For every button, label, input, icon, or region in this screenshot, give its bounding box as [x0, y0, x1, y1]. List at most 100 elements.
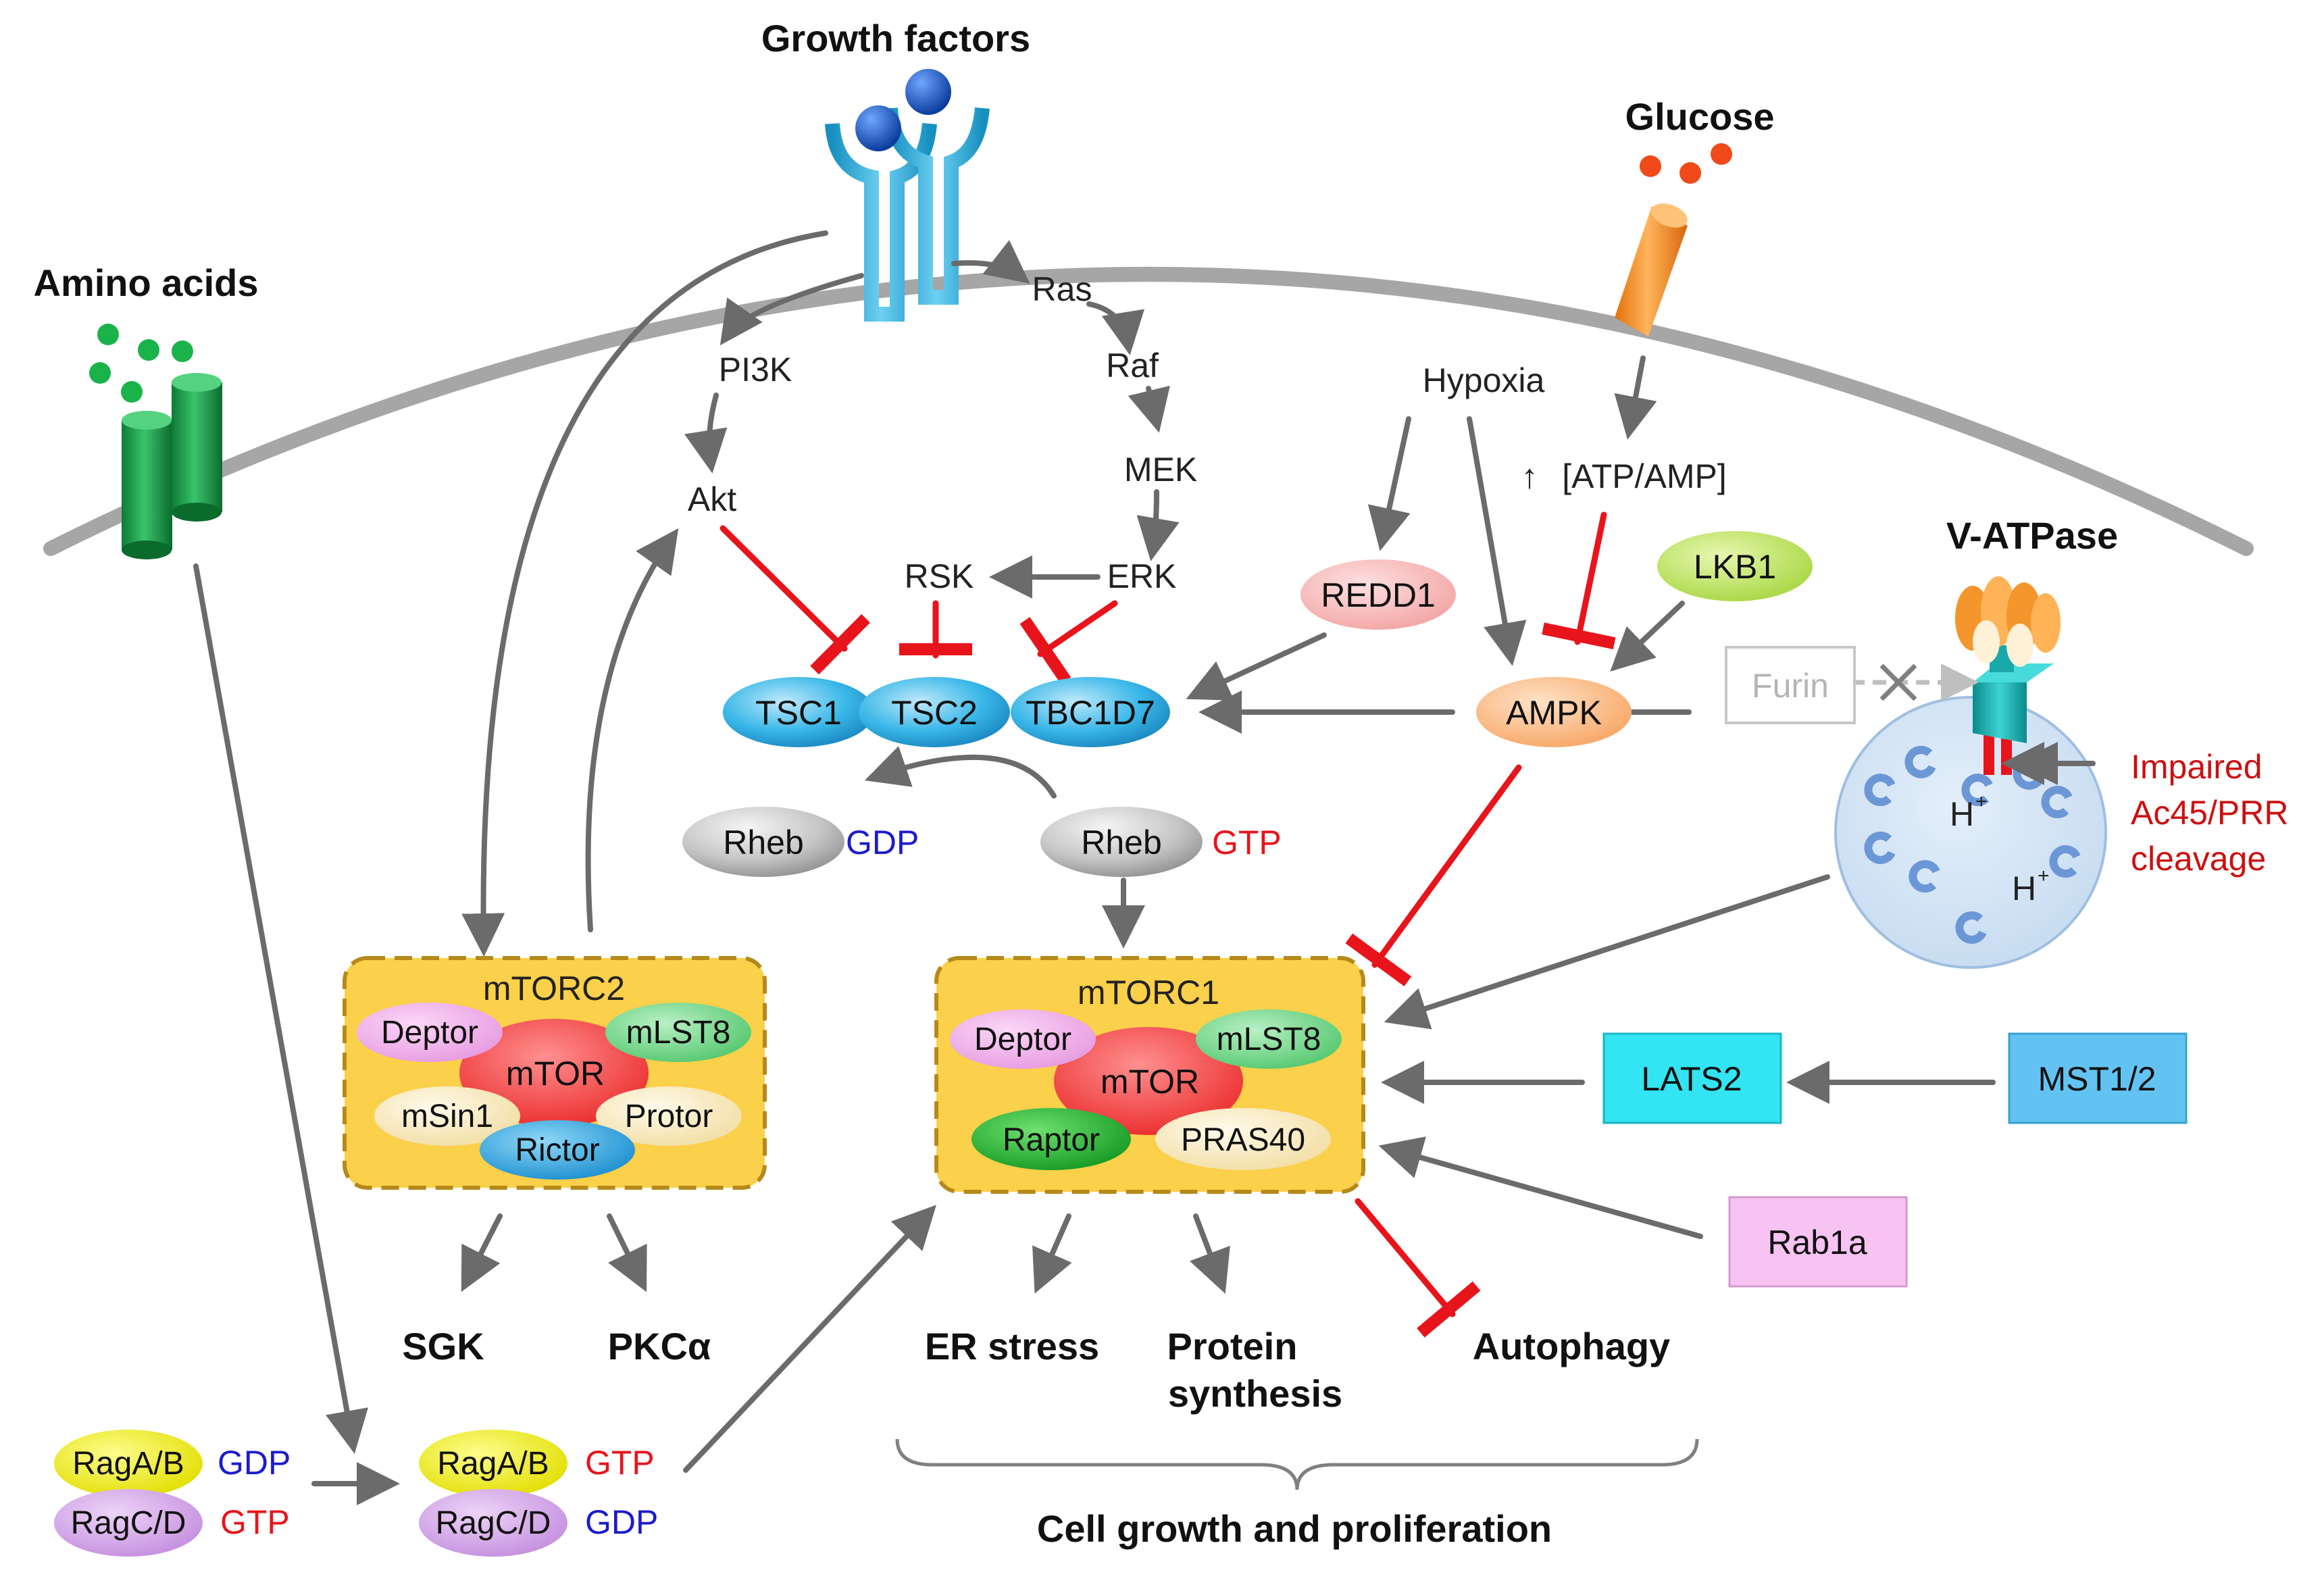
mtorc1-raptor	[971, 1108, 1131, 1170]
furin-label: Furin	[1752, 667, 1829, 705]
mtorc2-deptor	[357, 1003, 503, 1062]
ampk-label: AMPK	[1506, 694, 1602, 732]
sgk-label: SGK	[402, 1325, 484, 1367]
svg-text:H: H	[2012, 870, 2036, 907]
ragcd-gtp-label: RagC/D	[71, 1505, 186, 1541]
amino-acid-transporter-icon	[89, 324, 222, 559]
mst12-label: MST1/2	[2038, 1060, 2156, 1098]
mtorc2-protor-label: Protor	[625, 1099, 713, 1134]
rheb-gtp-state: GTP	[1212, 824, 1282, 861]
ras-label: Ras	[1032, 270, 1092, 308]
tbc1d7-node	[1011, 677, 1170, 747]
redd1-node	[1300, 559, 1456, 630]
v-atpase-icon	[1955, 576, 2061, 775]
ragab-gdp-label: RagA/B	[72, 1446, 184, 1482]
glucose-label: Glucose	[1625, 95, 1775, 138]
mtorc2-mtor-label: mTOR	[506, 1055, 605, 1092]
growth-factors-label: Growth factors	[761, 17, 1030, 59]
rheb-gdp-label: Rheb	[723, 824, 804, 861]
rab1a-box	[1728, 1196, 1908, 1288]
svg-text:+: +	[1975, 790, 1988, 813]
ragab-gtp-node	[419, 1430, 567, 1497]
autophagy-label: Autophagy	[1473, 1325, 1670, 1367]
rheb-gdp-state: GDP	[846, 824, 919, 861]
impaired-label-2: Ac45/PRR	[2131, 794, 2288, 832]
mtorc1-pras40-label: PRAS40	[1181, 1122, 1305, 1158]
akt-label: Akt	[688, 480, 736, 518]
pi3k-label: PI3K	[719, 351, 792, 388]
rab1a-label: Rab1a	[1767, 1224, 1867, 1261]
mtorc1-title: mTORC1	[1078, 974, 1219, 1011]
mtorc2-msin1-label: mSin1	[401, 1099, 493, 1134]
impaired-label-1: Impaired	[2131, 748, 2263, 786]
mtorc1-mlst8	[1196, 1009, 1342, 1069]
mtorc1-raptor-label: Raptor	[1003, 1122, 1100, 1158]
impaired-label-3: cleavage	[2131, 840, 2266, 878]
ragab-gtp-state: GTP	[585, 1444, 655, 1482]
proton-label-1: H +	[1950, 790, 1988, 833]
mtorc2-mlst8-label: mLST8	[626, 1015, 731, 1051]
cell-growth-label: Cell growth and proliferation	[1037, 1507, 1552, 1550]
mtorc1-mtor	[1054, 1027, 1243, 1135]
atp-amp-label: [ATP/AMP]	[1562, 457, 1727, 495]
mtorc1-mlst8-label: mLST8	[1217, 1022, 1321, 1057]
ragcd-gdp-label: RagC/D	[436, 1505, 551, 1541]
mtorc2-rictor-label: Rictor	[515, 1132, 599, 1168]
lkb1-label: LKB1	[1694, 548, 1776, 586]
mtorc2-protor	[596, 1086, 742, 1146]
growth-factor-receptor-icon	[825, 69, 990, 322]
mek-label: MEK	[1124, 451, 1197, 488]
mtorc1-deptor	[950, 1009, 1096, 1069]
mtorc2-deptor-label: Deptor	[381, 1015, 478, 1051]
mtorc2-mlst8	[605, 1003, 751, 1062]
ragcd-gtp-node	[54, 1489, 203, 1557]
ragcd-gtp-state: GTP	[220, 1503, 290, 1541]
ampk-node	[1476, 677, 1632, 747]
mtorc2-msin1	[374, 1086, 520, 1146]
rheb-gtp-node	[1040, 807, 1203, 877]
up-arrow-icon: ↑	[1521, 457, 1538, 495]
tsc1-label: TSC1	[755, 694, 842, 732]
ragab-gtp-label: RagA/B	[437, 1446, 549, 1482]
pkca-label: PKCα	[608, 1325, 711, 1367]
ragcd-gdp-node	[419, 1489, 567, 1557]
er-stress-label: ER stress	[925, 1325, 1099, 1367]
lats2-box	[1602, 1032, 1782, 1124]
svg-text:+: +	[2038, 865, 2050, 887]
mst12-box	[2008, 1032, 2188, 1124]
mtorc2-title: mTORC2	[483, 970, 625, 1007]
cell-membrane	[43, 267, 2254, 556]
mtorc1-deptor-label: Deptor	[974, 1022, 1071, 1057]
protein-synthesis-label-1: Protein	[1167, 1325, 1298, 1367]
glucose-transporter-icon	[1615, 143, 1732, 336]
rheb-gdp-node	[682, 807, 844, 877]
erk-label: ERK	[1107, 557, 1177, 595]
ragcd-gdp-state: GDP	[585, 1503, 658, 1541]
rsk-label: RSK	[905, 557, 974, 595]
mtorc2-rictor	[480, 1120, 635, 1180]
svg-text:H: H	[1950, 795, 1974, 833]
cell-growth-brace	[895, 1438, 1699, 1490]
mtorc1-pras40	[1155, 1108, 1331, 1170]
mtorc1-mtor-label: mTOR	[1101, 1063, 1199, 1101]
tsc2-node	[859, 677, 1010, 747]
tbc1d7-label: TBC1D7	[1026, 694, 1155, 732]
ragab-gdp-node	[54, 1430, 203, 1497]
lats2-label: LATS2	[1641, 1060, 1742, 1098]
furin-block-x-icon	[1879, 663, 1917, 701]
inhibition-arrows	[719, 511, 1616, 1338]
tsc2-label: TSC2	[891, 694, 978, 732]
raf-label: Raf	[1106, 347, 1159, 384]
redd1-label: REDD1	[1321, 576, 1435, 614]
proton-label-2: H +	[2012, 865, 2050, 907]
tsc1-node	[723, 677, 874, 747]
v-atpase-label: V-ATPase	[1946, 514, 2118, 557]
furin-box	[1725, 646, 1856, 724]
amino-acids-label: Amino acids	[34, 261, 259, 304]
rheb-gtp-label: Rheb	[1081, 824, 1162, 861]
protein-synthesis-label-2: synthesis	[1168, 1372, 1342, 1415]
ragab-gdp-state: GDP	[218, 1444, 290, 1482]
hypoxia-label: Hypoxia	[1423, 361, 1545, 399]
lkb1-node	[1657, 531, 1813, 601]
